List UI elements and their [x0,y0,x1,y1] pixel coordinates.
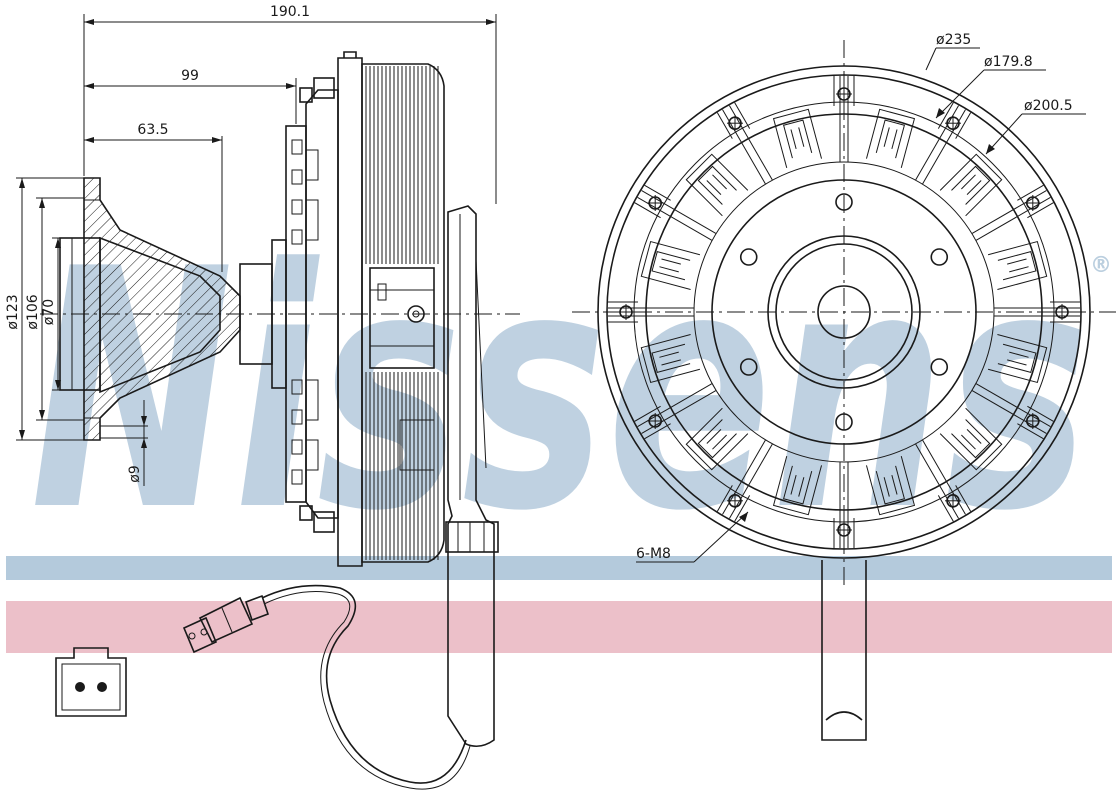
dim-dia-106: ø106 [25,294,41,329]
blue-band [6,556,1112,580]
rib-segment [772,455,823,516]
bolt-hole [739,248,758,266]
rib-segment [640,240,701,291]
rib-segment [939,407,1003,471]
side-view [40,51,520,790]
rib-segment [685,153,749,217]
mounting-holes [739,193,949,431]
dim-overall-length: 190.1 [270,4,310,20]
dim-dia-123: ø123 [5,294,21,329]
dim-dia-70: ø70 [41,299,57,325]
dim-length-99: 99 [181,68,199,84]
sensor-cable [261,584,467,784]
bolt-hole [835,413,853,431]
bolt-hole [835,193,853,211]
rib-segment [939,153,1003,217]
dim-dia-235: ø235 [936,32,971,48]
rib-segment [640,333,701,384]
watermark-text: Nissens [30,199,1090,583]
dim-dia-9: ø9 [127,465,143,482]
rib-segment [865,455,916,516]
bolt-hole [930,358,949,376]
rib-segment [772,108,823,169]
rib-segment [987,240,1048,291]
registered-mark: ® [1090,253,1112,278]
rib-segment [685,407,749,471]
brand-watermark: Nissens ® [30,199,1112,583]
outer-holes [618,86,1070,538]
rib-segment [865,108,916,169]
front-dimension-leaders [636,47,1086,563]
connector-cable-icon [182,594,270,654]
bolt-hole [739,358,758,376]
dim-dia-200-5: ø200.5 [1024,98,1073,114]
bolt-hole [930,248,949,266]
front-view [572,40,1116,741]
dimension-lines [16,14,497,486]
dim-length-63-5: 63.5 [137,122,168,138]
dim-dia-179-8: ø179.8 [984,54,1033,70]
pink-band [6,601,1112,653]
cooling-fins [365,66,439,560]
connector-pin-face-icon [55,647,127,717]
spoke [716,102,773,185]
rib-segment [987,333,1048,384]
radial-ribs [608,76,1080,548]
dim-bolts: 6-M8 [636,546,671,562]
